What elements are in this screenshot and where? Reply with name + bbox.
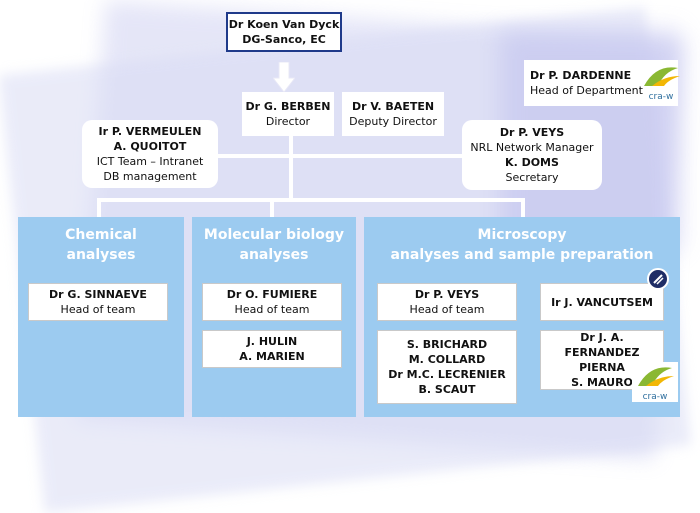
staff-name: Dr M.C. LECRENIER (388, 368, 506, 381)
ict-name-1: Ir P. VERMEULEN (98, 125, 202, 138)
director-name: Dr G. BERBEN (245, 100, 331, 113)
ict-role-2: DB management (103, 170, 197, 183)
fernandez-name-2: PIERNA (579, 361, 625, 374)
microscope-tool-icon (647, 268, 669, 290)
leaf-icon (644, 67, 680, 86)
staff-name: A. MARIEN (239, 350, 305, 363)
connector-line (97, 198, 101, 218)
vancutsem-box: Ir J. VANCUTSEM (540, 283, 664, 321)
molecular-head-name: Dr O. FUMIERE (226, 288, 318, 301)
connector-line (97, 198, 525, 202)
microscopy-staff-box: S. BRICHARD M. COLLARD Dr M.C. LECRENIER… (377, 330, 517, 404)
staff-name: J. HULIN (246, 335, 298, 348)
nrl-role-1: NRL Network Manager (470, 141, 594, 154)
microscopy-head-role: Head of team (409, 303, 485, 316)
staff-name: M. COLLARD (408, 353, 486, 366)
microscopy-head-name: Dr P. VEYS (414, 288, 480, 301)
connector-line (521, 198, 525, 218)
connector-line (205, 154, 467, 158)
connector-line (289, 136, 293, 158)
connector-line (270, 198, 274, 218)
staff-name: B. SCAUT (418, 383, 476, 396)
microscopy-title-2: analyses and sample preparation (390, 247, 654, 263)
chemical-head-role: Head of team (60, 303, 136, 316)
staff-name: S. BRICHARD (406, 338, 488, 351)
molecular-head-box: Dr O. FUMIERE Head of team (202, 283, 342, 321)
deputy-box: Dr V. BAETEN Deputy Director (342, 92, 444, 136)
down-arrow (273, 62, 295, 92)
head-department-role: Head of Department (530, 84, 643, 97)
logo-text: cra-w (648, 92, 674, 102)
nrl-name-2: K. DOMS (505, 156, 559, 169)
director-role: Director (265, 115, 311, 128)
cra-w-logo: cra-w (632, 362, 678, 402)
director-box: Dr G. BERBEN Director (242, 92, 334, 136)
deputy-role: Deputy Director (349, 115, 437, 128)
ict-name-2: A. QUOITOT (113, 140, 187, 153)
fernandez-name-1: Dr J. A. FERNANDEZ (564, 331, 640, 359)
molecular-head-role: Head of team (234, 303, 310, 316)
ict-role-1: ICT Team – Intranet (96, 155, 204, 168)
molecular-staff-box: J. HULIN A. MARIEN (202, 330, 342, 368)
chemical-head-name: Dr G. SINNAEVE (49, 288, 147, 301)
microscopy-head-box: Dr P. VEYS Head of team (377, 283, 517, 321)
molecular-title-1: Molecular biology (203, 227, 345, 243)
nrl-name-1: Dr P. VEYS (499, 126, 565, 139)
chemical-title-2: analyses (66, 247, 136, 263)
logo-text: cra-w (642, 392, 668, 402)
top-node-name: Dr Koen Van Dyck (228, 18, 340, 31)
ict-box: Ir P. VERMEULEN A. QUOITOT ICT Team – In… (82, 120, 218, 188)
head-department-name: Dr P. DARDENNE (530, 69, 632, 82)
leaf-icon (638, 367, 674, 386)
deputy-name: Dr V. BAETEN (351, 100, 435, 113)
molecular-title-2: analyses (239, 247, 309, 263)
microscopy-title-1: Microscopy (477, 227, 567, 243)
top-node-box: Dr Koen Van Dyck DG-Sanco, EC (226, 12, 342, 52)
chemical-title-1: Chemical (65, 227, 137, 243)
nrl-box: Dr P. VEYS NRL Network Manager K. DOMS S… (462, 120, 602, 190)
chemical-head-box: Dr G. SINNAEVE Head of team (28, 283, 168, 321)
vancutsem-name: Ir J. VANCUTSEM (551, 295, 653, 309)
top-node-org: DG-Sanco, EC (242, 33, 326, 46)
fernandez-name-3: S. MAURO (571, 376, 633, 389)
cra-w-logo: cra-w (638, 62, 684, 102)
connector-line (289, 158, 293, 200)
nrl-role-2: Secretary (505, 171, 559, 184)
